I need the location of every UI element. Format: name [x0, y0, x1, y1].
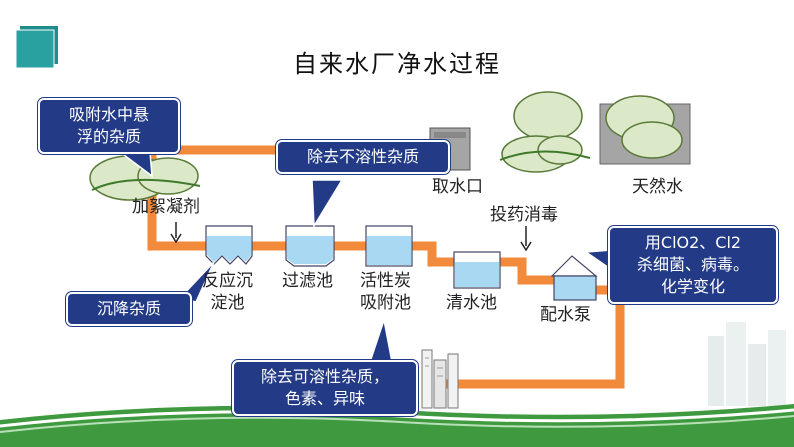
carbon-tank-label-line2: 吸附池 — [360, 293, 411, 313]
callout-adsorb-line2: 浮的杂质 — [76, 127, 141, 146]
natural-water-label: 天然水 — [632, 177, 683, 197]
clear-tank-icon — [453, 251, 501, 289]
callout-soluble: 除去可溶性杂质， 色素、异味 — [232, 360, 418, 416]
callout-chlorine-line1: 用ClO2、Cl2 — [644, 233, 742, 252]
filter-tank-icon — [285, 225, 335, 267]
callout-adsorb-line1: 吸附水中悬 — [68, 105, 149, 124]
callout-settle: 沉降杂质 — [66, 292, 192, 326]
callout-chlorine-line3: 化学变化 — [660, 277, 725, 296]
reaction-tank-icon — [205, 225, 253, 265]
carbon-tank-icon — [365, 225, 413, 267]
disinfect-arrow-icon — [520, 226, 532, 252]
carbon-tank-label-line1: 活性炭 — [360, 271, 411, 291]
page-title: 自来水厂净水过程 — [293, 50, 501, 78]
callout-chlorine: 用ClO2、Cl2 杀细菌、病毒。 化学变化 — [608, 226, 778, 304]
coagulant-label: 加絮凝剂 — [132, 197, 200, 217]
disinfect-label: 投药消毒 — [490, 205, 558, 225]
corner-square-icon — [15, 26, 58, 69]
filter-tank-label: 过滤池 — [282, 271, 333, 291]
callout-insoluble: 除去不溶性杂质 — [276, 140, 450, 174]
carbon-tank-label: 活性炭 吸附池 — [360, 270, 411, 314]
building-decoration-icon — [708, 322, 786, 406]
callout-chlorine-line2: 杀细菌、病毒。 — [636, 255, 749, 274]
reaction-tank-label-line2: 淀池 — [210, 293, 245, 313]
intake-label: 取水口 — [432, 177, 483, 197]
pump-house-icon — [550, 255, 598, 301]
callout-soluble-line2: 色素、异味 — [284, 389, 365, 408]
clear-tank-label: 清水池 — [446, 293, 497, 313]
callout-adsorb: 吸附水中悬 浮的杂质 — [38, 98, 180, 154]
pump-label: 配水泵 — [540, 305, 591, 325]
natural-water-scene-icon — [499, 91, 691, 173]
city-buildings-icon — [421, 349, 459, 409]
coagulant-arrow-icon — [170, 222, 182, 244]
callout-pointers — [117, 151, 613, 363]
callout-soluble-line1: 除去可溶性杂质， — [260, 367, 389, 386]
reaction-tank-label: 反应沉 淀池 — [202, 270, 253, 314]
reaction-tank-label-line1: 反应沉 — [202, 271, 253, 291]
